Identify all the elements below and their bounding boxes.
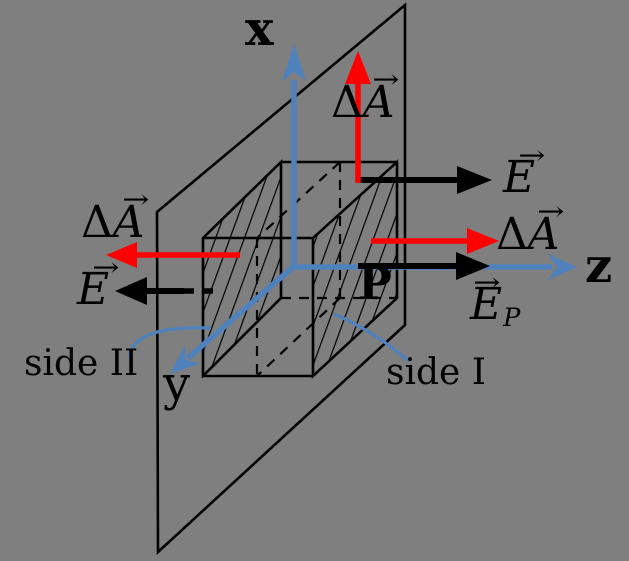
area-letter: A <box>112 197 145 248</box>
y-axis-label: y <box>163 356 191 412</box>
area-vector-arrowhead-side-ii-icon <box>106 242 137 268</box>
vector-overbar-icon: → <box>372 65 400 95</box>
area-vector-arrowhead-side-i-icon <box>467 228 499 254</box>
gaussian-box-side-ii-face <box>201 159 283 379</box>
area-vector-arrowhead-top-icon <box>345 51 371 84</box>
delta-symbol: Δ <box>331 77 363 128</box>
y-axis-line <box>186 264 295 361</box>
area-letter: A <box>527 209 560 260</box>
field-label-left: →E <box>77 255 120 312</box>
area-letter: A <box>362 77 395 128</box>
point-p-label: P <box>358 257 392 310</box>
field-vector-arrowhead-left-icon <box>115 277 147 305</box>
side-ii-pointer-curve <box>127 326 212 358</box>
delta-symbol: Δ <box>81 197 113 248</box>
side-i-pointer-curve <box>333 312 411 363</box>
field-letter: E <box>470 279 503 330</box>
field-vector-arrowhead-at-p-icon <box>456 252 490 280</box>
delta-area-label-side-ii: → ΔA <box>81 187 149 245</box>
gaussian-box-edges <box>201 160 399 378</box>
field-subscript-p: P <box>503 303 521 334</box>
vector-overbar-icon: → <box>518 141 546 171</box>
vector-overbar-icon: → <box>473 268 501 298</box>
field-letter: E <box>503 152 536 203</box>
vector-overbar-icon: → <box>122 185 150 215</box>
delta-area-label-top: → ΔA <box>331 67 399 125</box>
z-axis-arrowhead-icon <box>548 254 577 280</box>
charged-plane-outline <box>155 2 407 555</box>
y-axis-arrowhead-icon <box>170 345 201 374</box>
delta-area-label-side-i: → ΔA <box>496 199 564 257</box>
field-vector-arrowhead-top-icon <box>457 166 492 194</box>
field-letter: E <box>77 264 110 315</box>
hidden-and-intersection-edges <box>255 161 397 377</box>
vector-overbar-icon: → <box>537 197 565 227</box>
x-axis-label: x <box>245 1 274 57</box>
field-label-top: →E <box>503 143 546 200</box>
field-label-at-p: →EP <box>470 270 521 334</box>
x-axis-arrowhead-icon <box>282 44 306 81</box>
z-axis-label: z <box>585 238 613 294</box>
side-ii-label: side II <box>24 343 139 384</box>
side-i-label: side I <box>386 352 487 393</box>
delta-symbol: Δ <box>496 209 528 260</box>
vector-overbar-icon: → <box>92 253 120 283</box>
